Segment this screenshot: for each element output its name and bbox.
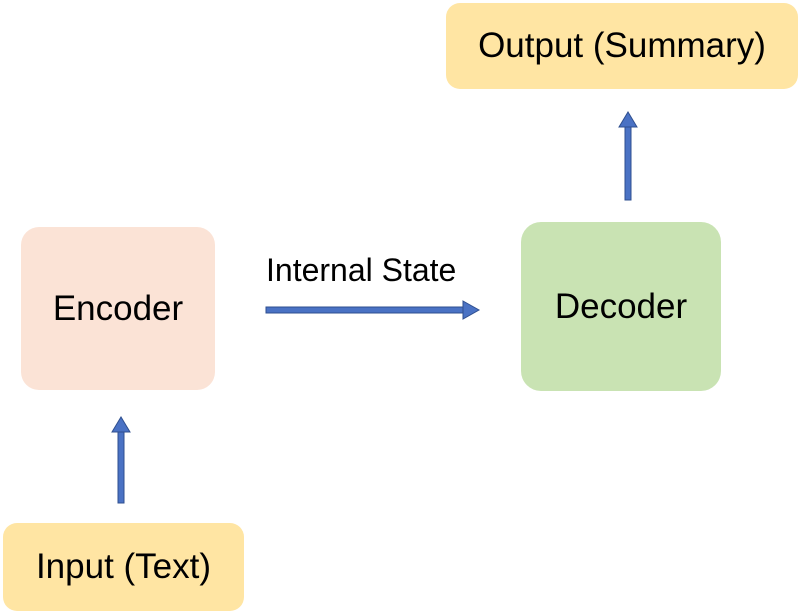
edge-label-internal-state: Internal State — [266, 252, 457, 288]
decoder-node: Decoder — [521, 222, 721, 391]
arrow-input-to-encoder — [111, 416, 131, 504]
output-node-label: Output (Summary) — [478, 26, 766, 65]
output-node: Output (Summary) — [446, 3, 798, 89]
arrow-encoder-to-decoder — [265, 300, 481, 320]
decoder-node-label: Decoder — [554, 286, 688, 326]
encoder-node-label: Encoder — [52, 288, 184, 328]
arrow-decoder-to-output — [618, 111, 638, 201]
input-node-label: Input (Text) — [35, 547, 212, 586]
input-node: Input (Text) — [3, 523, 244, 611]
encoder-node: Encoder — [21, 227, 215, 390]
